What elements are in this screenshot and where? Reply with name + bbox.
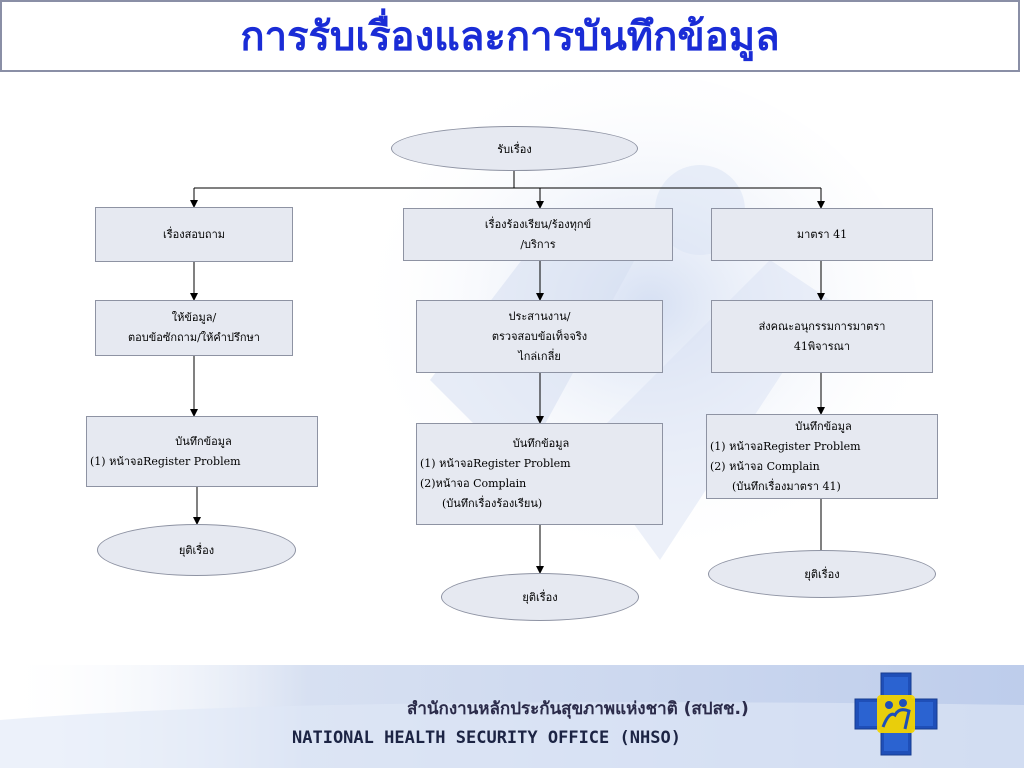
start-label: รับเรื่อง xyxy=(497,142,532,156)
col2-head-line: เรื่องร้องเรียน/ร้องทุกข์ xyxy=(484,217,592,231)
nhso-logo-icon xyxy=(854,672,938,756)
col3-step-box: ส่งคณะอนุกรรมการมาตรา 41พิจารณา xyxy=(711,300,933,373)
col2-record-line: (บันทึกเรื่องร้องเรียน) xyxy=(442,497,543,510)
page-title: การรับเรื่องและการบันทึกข้อมูล xyxy=(240,14,780,60)
col2-head-line: /บริการ xyxy=(520,237,556,251)
col2-record-box: บันทึกข้อมูล (1) หน้าจอRegister Problem … xyxy=(416,423,663,525)
footer-band xyxy=(0,665,1024,768)
col2-step-line: ไกล่เกลี่ย xyxy=(518,349,561,363)
col2-record-line: (1) หน้าจอRegister Problem xyxy=(420,457,571,470)
col3-head-label: มาตรา 41 xyxy=(796,227,848,241)
col3-end-node: ยุติเรื่อง xyxy=(708,550,936,598)
col2-step-line: ประสานงาน/ xyxy=(508,309,571,323)
col3-step-line: ส่งคณะอนุกรรมการมาตรา xyxy=(758,319,886,333)
col2-head-box: เรื่องร้องเรียน/ร้องทุกข์ /บริการ xyxy=(403,208,673,261)
col1-record-line: บันทึกข้อมูล xyxy=(175,434,232,448)
col1-head-box: เรื่องสอบถาม xyxy=(95,207,293,262)
col1-record-line: (1) หน้าจอRegister Problem xyxy=(90,454,241,468)
col3-record-line: บันทึกข้อมูล xyxy=(795,419,852,433)
col1-step-line: ให้ข้อมูล/ xyxy=(171,311,217,324)
col1-record-box: บันทึกข้อมูล (1) หน้าจอRegister Problem xyxy=(86,416,318,487)
col1-step-box: ให้ข้อมูล/ ตอบข้อซักถาม/ให้คำปรึกษา xyxy=(95,300,293,356)
col2-end-label: ยุติเรื่อง xyxy=(522,591,558,604)
col3-end-label: ยุติเรื่อง xyxy=(804,568,840,581)
col2-record-line: บันทึกข้อมูล xyxy=(512,437,570,450)
col3-record-line: (1) หน้าจอRegister Problem xyxy=(710,439,861,453)
col3-head-box: มาตรา 41 xyxy=(711,208,933,261)
col1-step-line: ตอบข้อซักถาม/ให้คำปรึกษา xyxy=(128,331,260,344)
col2-end-node: ยุติเรื่อง xyxy=(441,573,639,621)
footer-thai-org-name: สำนักงานหลักประกันสุขภาพแห่งชาติ (สปสช.) xyxy=(407,699,749,719)
col1-end-label: ยุติเรื่อง xyxy=(178,544,215,557)
col3-record-line: (บันทึกเรื่องมาตรา 41) xyxy=(732,479,841,493)
col2-record-line: (2)หน้าจอ Complain xyxy=(420,477,527,490)
start-node: รับเรื่อง xyxy=(391,126,638,171)
col1-end-node: ยุติเรื่อง xyxy=(97,524,296,576)
footer-english-org-name: NATIONAL HEALTH SECURITY OFFICE (NHSO) xyxy=(292,728,681,748)
col3-step-line: 41พิจารณา xyxy=(793,339,851,353)
col2-step-line: ตรวจสอบข้อเท็จจริง xyxy=(491,329,588,343)
title-bar: การรับเรื่องและการบันทึกข้อมูล xyxy=(0,0,1020,72)
col2-step-box: ประสานงาน/ ตรวจสอบข้อเท็จจริง ไกล่เกลี่ย xyxy=(416,300,663,373)
col1-head-label: เรื่องสอบถาม xyxy=(162,227,226,241)
col3-record-line: (2) หน้าจอ Complain xyxy=(710,459,820,473)
col3-record-box: บันทึกข้อมูล (1) หน้าจอRegister Problem … xyxy=(706,414,938,499)
